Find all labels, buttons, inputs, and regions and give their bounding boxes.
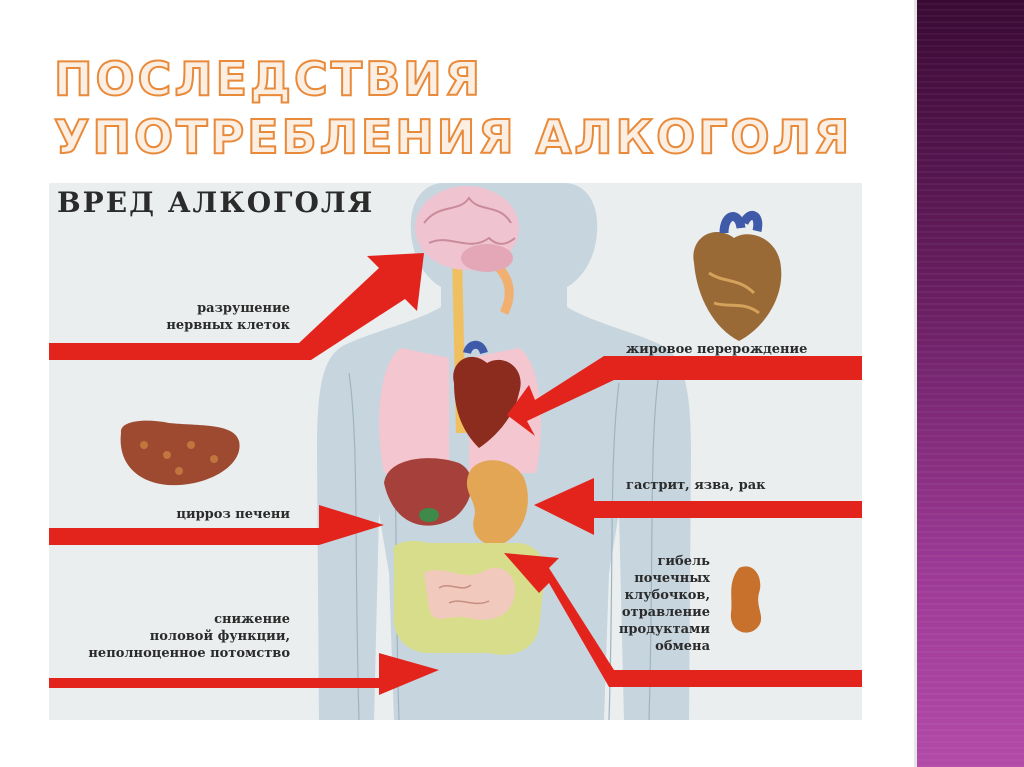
intestines-organ <box>393 541 546 655</box>
arrow-nerve-cells <box>49 253 424 360</box>
poster-heading: ВРЕД АЛКОГОЛЯ <box>57 186 375 219</box>
arrow-sexual-function <box>49 653 439 695</box>
brain-organ <box>415 186 519 272</box>
arrow-liver <box>49 505 384 545</box>
arrows <box>49 253 862 695</box>
label-fatty-degeneration: жировое перерождение <box>626 342 808 357</box>
cirrhotic-liver-image <box>120 420 240 486</box>
heart-in-body <box>453 340 521 448</box>
arrow-kidney <box>504 553 862 687</box>
label-kidney-damage: гибель почечных клубочков, отравление пр… <box>618 554 710 654</box>
poster-image: ВРЕД АЛКОГОЛЯ разрушение нервных клеток … <box>49 183 862 720</box>
arrow-fatty-degeneration <box>507 356 862 436</box>
label-gastritis: гастрит, язва, рак <box>626 478 766 493</box>
decorative-sidebar <box>914 0 1024 767</box>
label-liver-cirrhosis: цирроз печени <box>176 507 290 522</box>
diseased-heart-image <box>693 211 782 341</box>
stomach-organ <box>466 460 528 546</box>
gallbladder <box>419 508 439 522</box>
slide-title: ПОСЛЕДСТВИЯ УПОТРЕБЛЕНИЯ АЛКОГОЛЯ <box>53 51 853 165</box>
body-illustration <box>49 183 862 720</box>
kidney-image <box>730 566 762 633</box>
arrow-gastric <box>534 478 862 535</box>
label-nerve-cells: разрушение нервных клеток <box>166 301 290 333</box>
label-sexual-function: снижение половой функции, неполноценное … <box>88 612 290 661</box>
liver-organ <box>384 458 472 526</box>
